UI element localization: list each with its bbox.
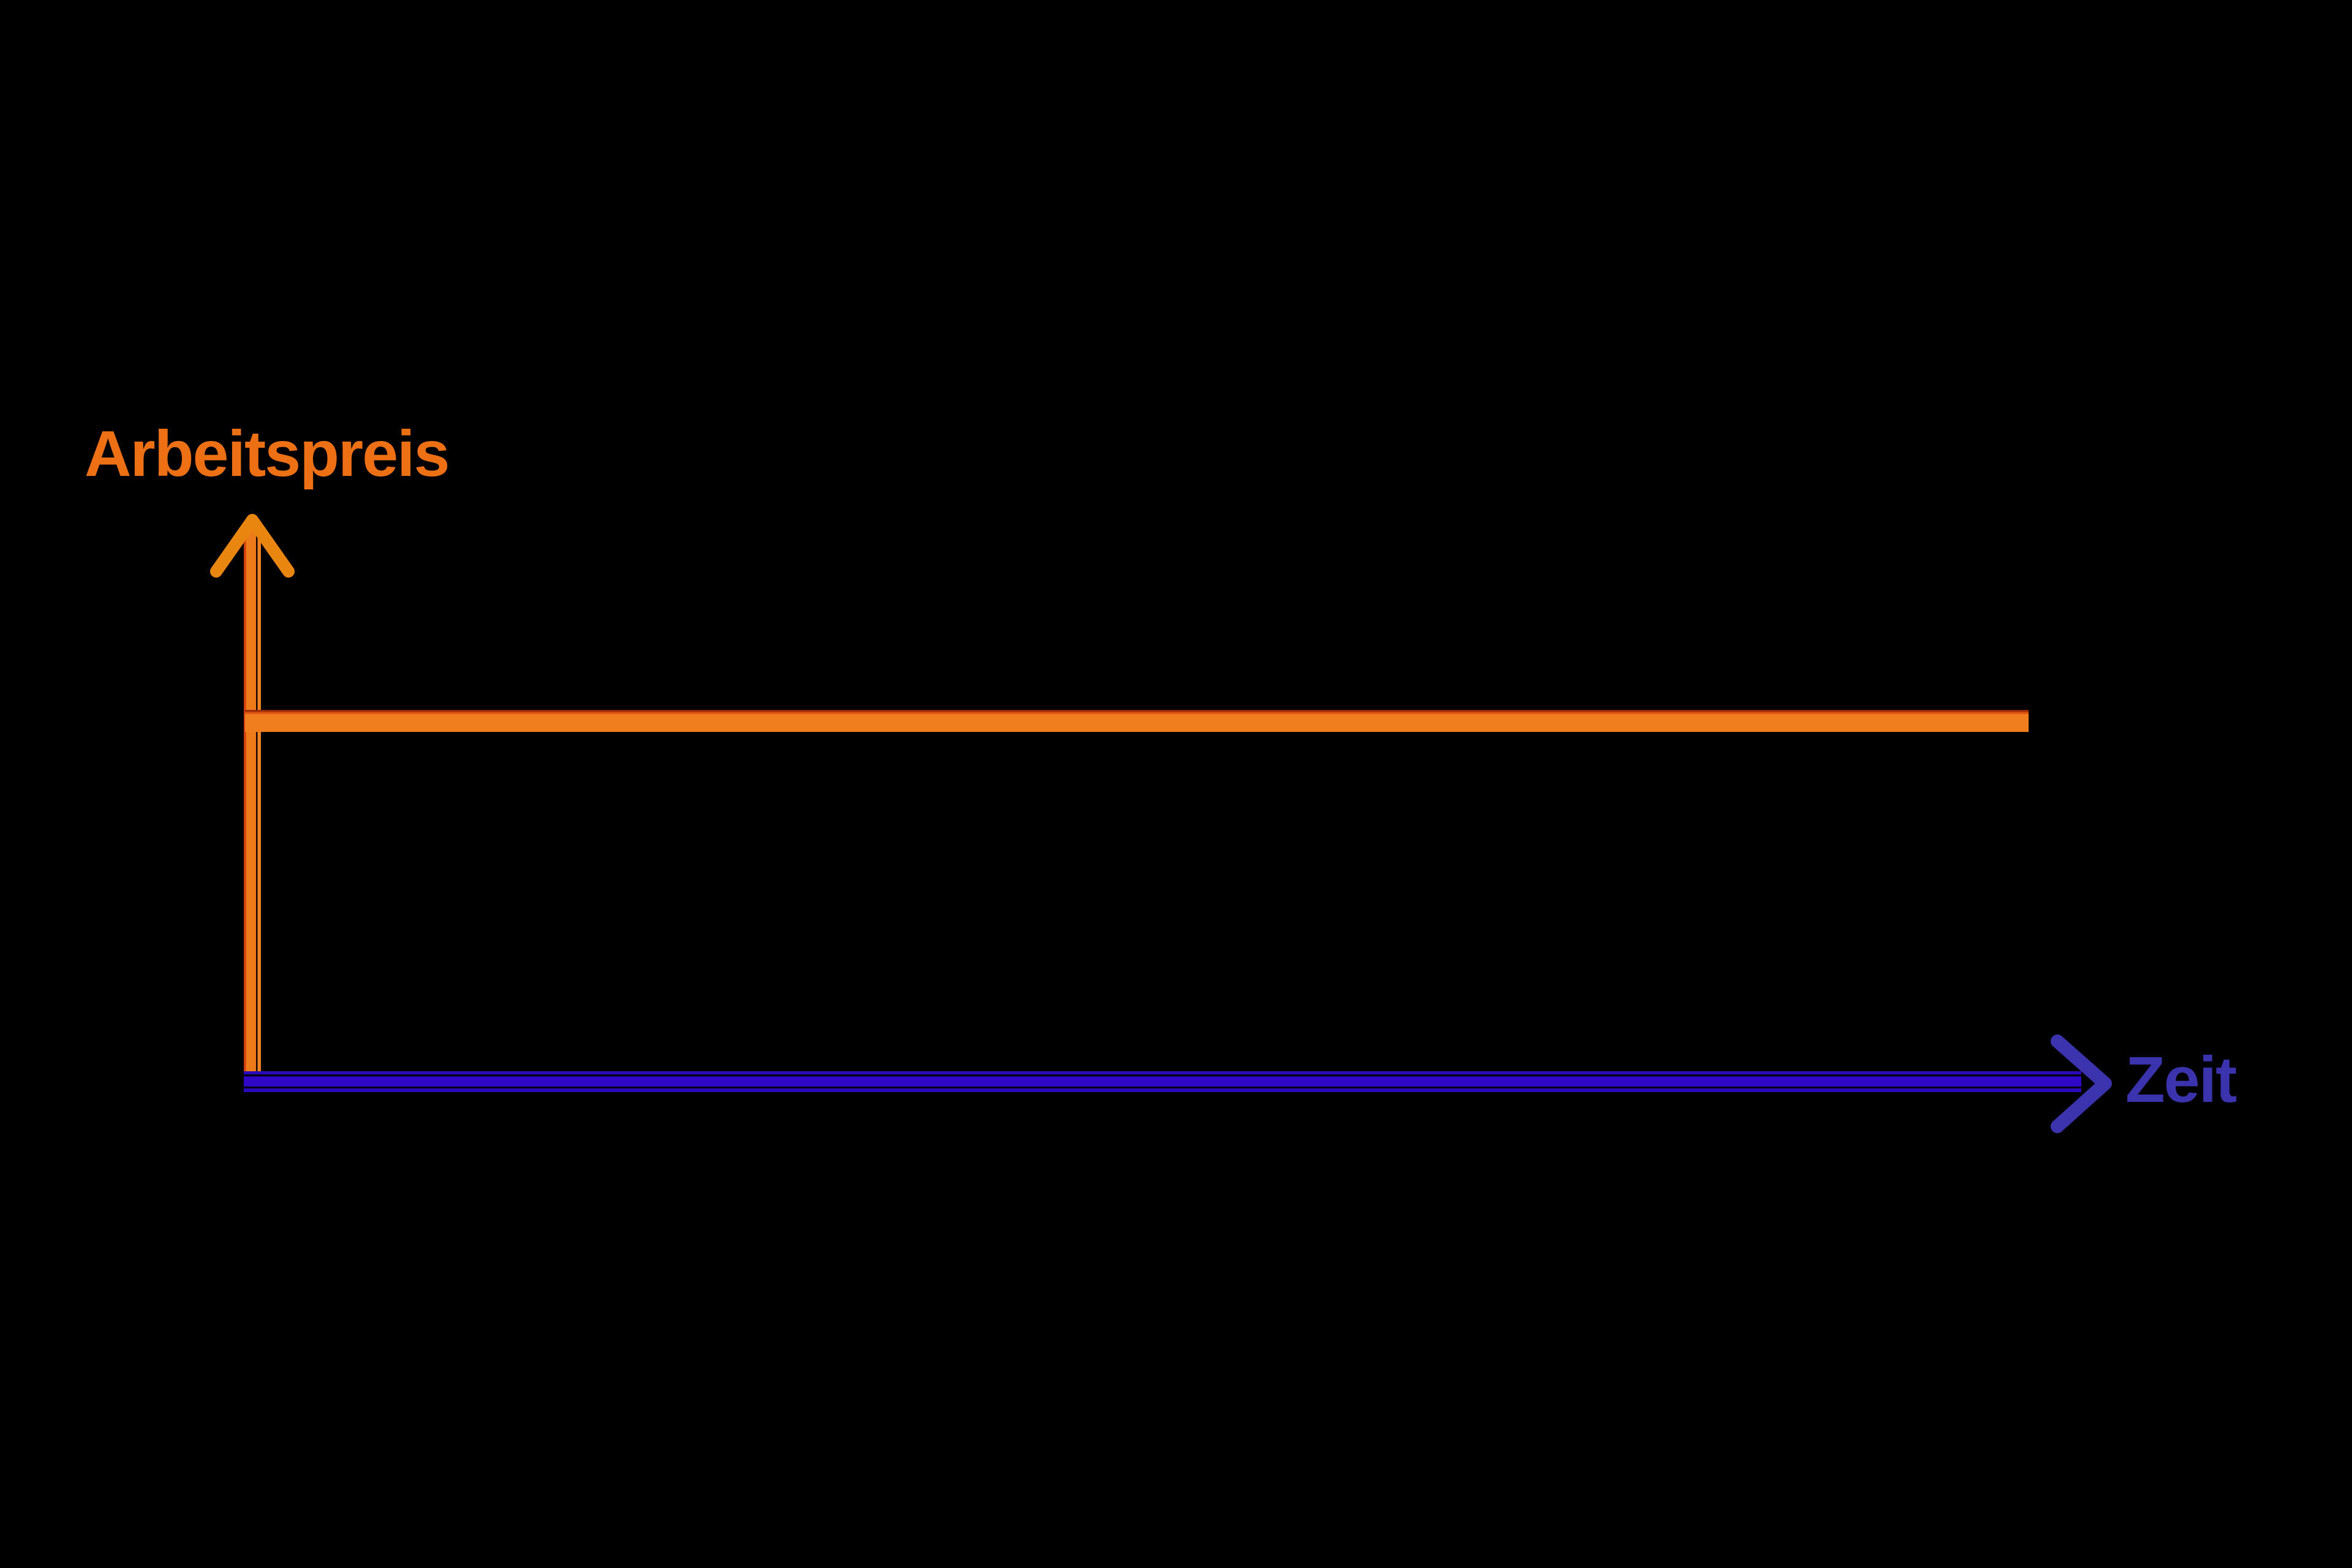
- y-axis-label: Arbeitspreis: [85, 418, 450, 490]
- price-line: [245, 710, 2029, 732]
- x-axis-label: Zeit: [2125, 1044, 2237, 1116]
- x-axis-line: [244, 1071, 2081, 1092]
- x-axis-right-arrow-icon: [2051, 1035, 2112, 1133]
- y-axis-line: [244, 526, 261, 1090]
- y-axis-up-arrow-icon: [210, 514, 295, 578]
